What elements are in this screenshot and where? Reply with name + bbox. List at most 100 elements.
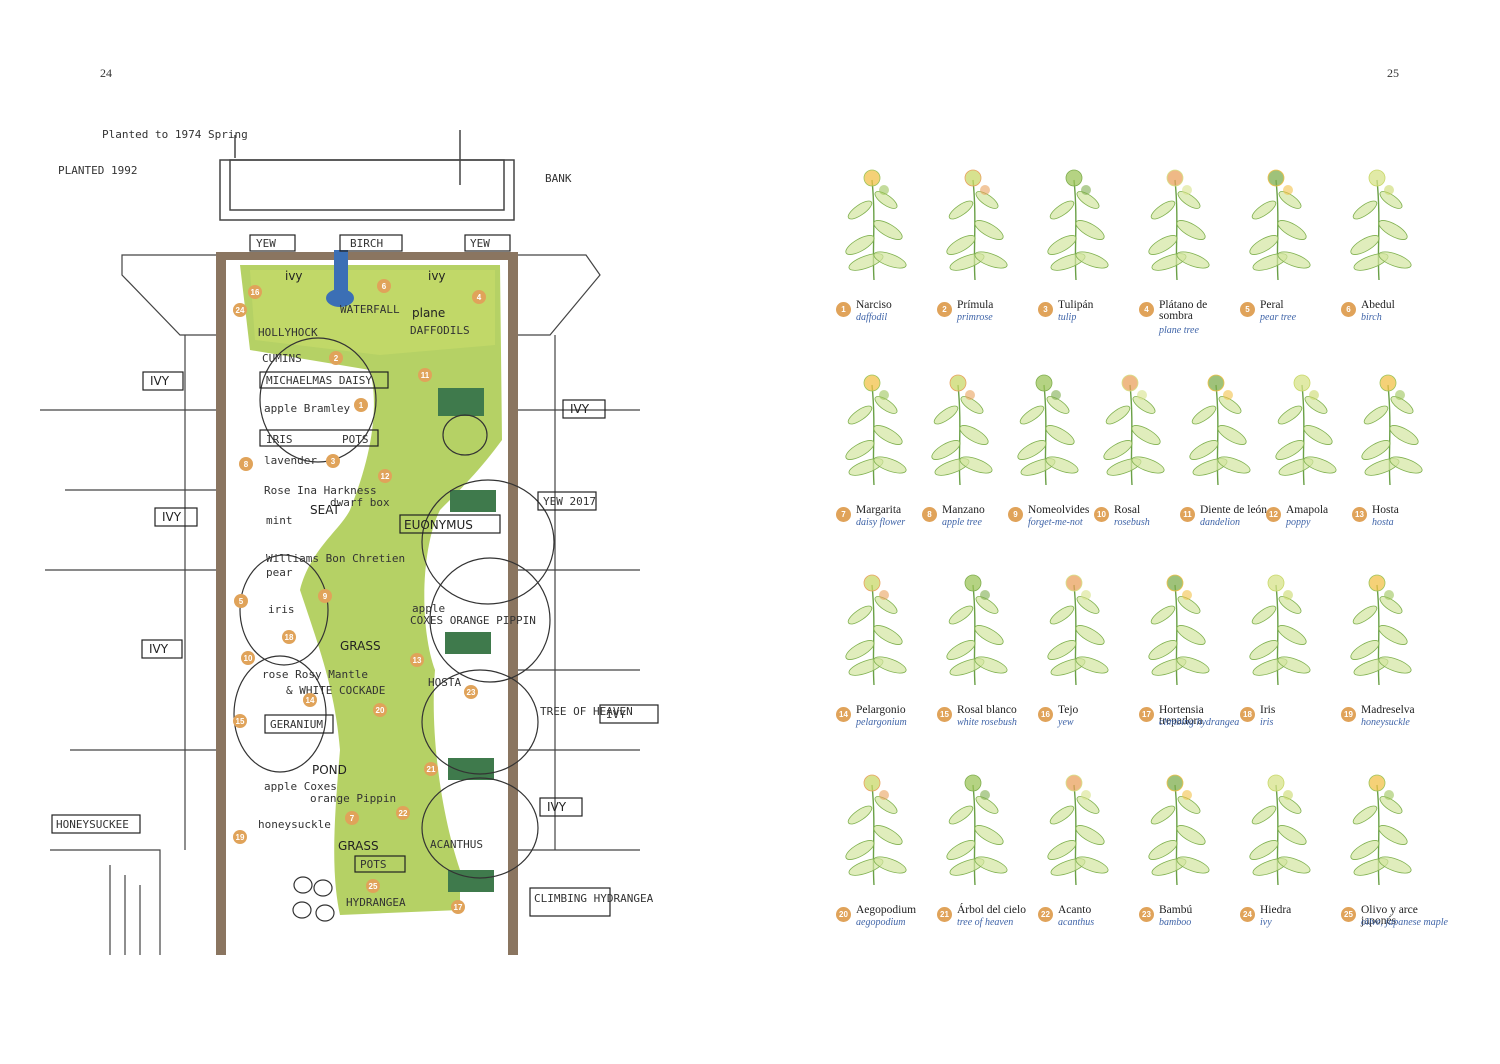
label-iris: IRIS [266,433,293,446]
label-apple-bramley: apple Bramley [264,402,350,415]
spanish-name: Nomeolvides [1028,504,1090,516]
english-name: daisy flower [856,517,906,528]
spanish-name: Hosta [1372,504,1399,516]
wall-right [508,260,518,955]
plant-illustration [1148,774,1210,886]
plan-marker-dot [233,830,247,844]
number-badge: 23 [1139,907,1154,922]
number-badge: 8 [922,507,937,522]
plan-marker-number: 1 [359,401,364,410]
plant-illustration [1017,374,1079,486]
number-badge: 1 [836,302,851,317]
english-name: forget-me-not [1028,517,1083,528]
spanish-name: Pelargonio [856,704,906,716]
plan-marker-dot [378,469,392,483]
label-yew-2017: YEW 2017 [543,495,596,508]
spanish-name: Margarita [856,504,902,516]
plan-marker-number: 21 [427,765,436,774]
plant-illustration [1275,374,1337,486]
plant-illustration [1189,374,1251,486]
label-acanthus: ACANTHUS [430,838,483,851]
label-iris-2: iris [268,603,295,616]
plan-marker-number: 14 [306,696,315,705]
plan-marker-dot [377,279,391,293]
plan-marker-number: 24 [236,306,245,315]
label-plane: plane [412,306,445,320]
plan-marker-dot [354,398,368,412]
number-badge: 21 [937,907,952,922]
waterfall-stream [334,250,348,298]
plant-illustration [1148,169,1210,281]
label-grass-1: GRASS [340,639,381,653]
label-yew-right: YEW [470,237,490,250]
plan-marker-dot [329,351,343,365]
number-badge: 11 [1180,507,1195,522]
plan-marker-dot [366,879,380,893]
plan-marker-number: 18 [285,633,294,642]
label-geranium: GERANIUM [270,718,323,731]
bed-outlines [233,337,555,922]
plan-marker-dot [451,900,465,914]
plant-illustration [946,169,1008,281]
label-boxes [51,234,659,917]
spanish-name: Iris [1260,704,1276,716]
label-orange-pippin: orange Pippin [310,792,396,805]
number-badge: 17 [1139,707,1154,722]
plant-illustration [1249,169,1311,281]
plan-marker-dot [234,594,248,608]
number-badge: 18 [1240,707,1255,722]
label-climbing-hydrangea: CLIMBING HYDRANGEA [534,892,654,905]
label-ivy-a: IVY [150,374,170,388]
label-hydrangea: HYDRANGEA [346,896,406,909]
english-name: pelargonium [856,717,907,728]
english-name: tulip [1058,312,1077,323]
label-michaelmas-daisy: MICHAELMAS DAISY [266,374,372,387]
plant-illustration [1249,774,1311,886]
label-ivy-c: IVY [162,510,182,524]
plan-markers: 1234567891011121314151617181920212223242… [233,279,486,914]
label-pear: pear [266,566,293,579]
english-name: olive, japanese maple [1361,917,1448,928]
plan-marker-number: 5 [239,597,244,606]
plant-illustration [1350,774,1412,886]
english-name: hosta [1372,517,1394,528]
number-badge: 10 [1094,507,1109,522]
label-seat: SEAT [310,503,340,517]
number-badge: 4 [1139,302,1154,317]
spanish-name: Narciso [856,299,892,311]
plan-marker-dot [373,703,387,717]
plant-illustration [1047,169,1109,281]
spanish-name: Prímula [957,299,994,311]
number-badge: 2 [937,302,952,317]
spanish-name: Aegopodium [856,904,917,916]
spanish-name: Tulipán [1058,299,1094,311]
page-number-left: 24 [100,66,112,80]
label-white-cockade: & WHITE COCKADE [286,684,385,697]
number-badge: 16 [1038,707,1053,722]
side-structures [40,254,640,955]
spanish-name: Olivo y arce japonés [1361,904,1418,927]
english-name: white rosebush [957,717,1017,728]
english-name: pear tree [1260,312,1297,323]
garden-plan-sketch: Planted to 1974 Spring PLANTED 1992 BANK [40,128,659,955]
planted-note: PLANTED 1992 [58,164,137,177]
label-pots-2: POTS [360,858,387,871]
plant-illustration [1249,574,1311,686]
plan-marker-dot [303,693,317,707]
label-rose-rosy-mantle: rose Rosy Mantle [262,668,368,681]
spanish-name: Madreselva [1361,704,1415,716]
lawn-top-light [250,270,495,355]
label-birch: BIRCH [350,237,383,250]
plant-illustration [845,574,907,686]
number-badge: 24 [1240,907,1255,922]
plan-marker-dot [396,806,410,820]
plan-marker-number: 22 [399,809,408,818]
label-ivy-top2: ivy [428,269,446,283]
plan-marker-dot [424,762,438,776]
english-name: poppy [1286,517,1311,528]
number-badge: 22 [1038,907,1053,922]
english-name: honeysuckle [1361,717,1410,728]
spanish-name: Tejo [1058,704,1079,716]
number-badge: 9 [1008,507,1023,522]
english-name: dandelion [1200,517,1240,528]
